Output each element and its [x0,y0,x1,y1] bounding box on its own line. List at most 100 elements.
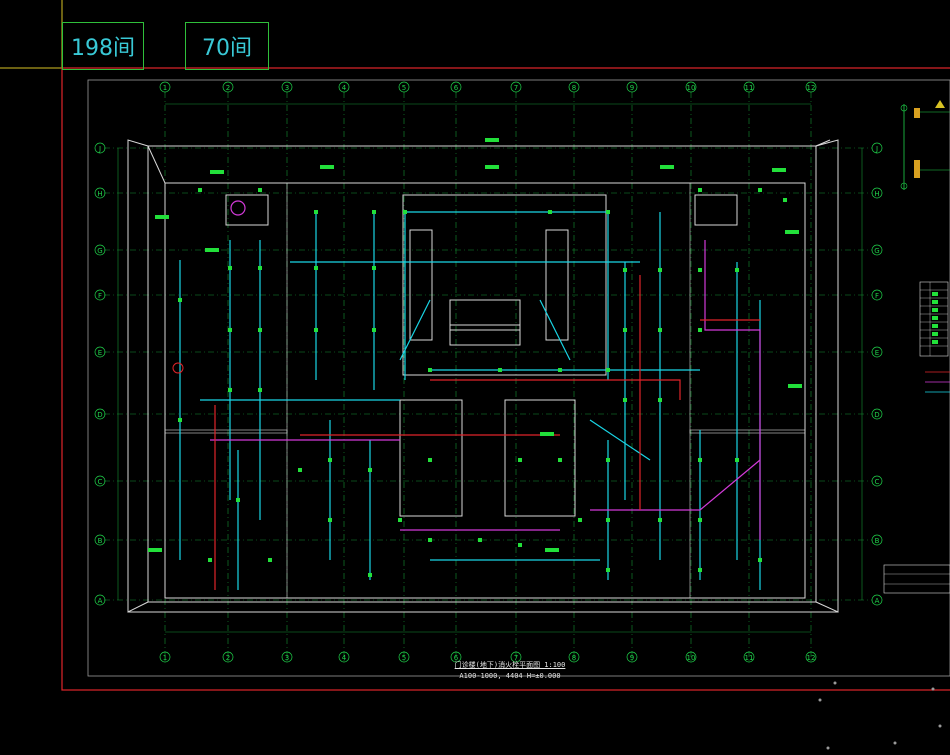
row-axis-bubble [94,594,106,606]
hydrant-marker [258,188,262,192]
noise-dots [818,681,942,750]
hydrant-marker [698,568,702,572]
fire-pump-symbol [230,200,246,216]
hydrant-marker [368,468,372,472]
column-axis-bubble [626,81,638,93]
row-axis-bubble [94,534,106,546]
hydrant-marker [606,568,610,572]
row-axis-label: C [98,478,103,486]
row-axis-bubble [94,346,106,358]
column-axis-bubble [338,81,350,93]
column-axis-label: 6 [454,654,459,662]
column-axis-bubble [743,81,755,93]
row-axis-bubble [871,142,883,154]
row-axis-bubble [871,408,883,420]
hydrant-marker [658,268,662,272]
column-axis-bubble [685,651,697,663]
column-axis-bubble [568,81,580,93]
drawing-subtitle: A100-1000, 4404 H=±0.000 [459,672,561,680]
column-axis-bubble [568,651,580,663]
row-axis-label: F [875,292,879,300]
hydrant-marker [478,538,482,542]
column-axis-bubble [159,651,171,663]
hydrant-marker [558,368,562,372]
row-axis-bubble [94,187,106,199]
drawing-title-block: 门诊楼(地下)消火栓平面图 1:100 A100-1000, 4404 H=±0… [440,660,580,684]
row-axis-label: B [875,537,880,545]
hydrant-marker [606,368,610,372]
column-axis-bubble [685,81,697,93]
label-tag [320,165,334,169]
room-count-label-2: 70间 [202,36,252,61]
column-axis-bubble [805,81,817,93]
column-axis-label: 4 [342,654,347,662]
hydrant-marker [623,268,627,272]
column-axis-label: 8 [572,84,576,92]
hydrant-marker [578,518,582,522]
column-axis-bubble [338,651,350,663]
row-axis-bubble [871,187,883,199]
column-axis-label: 12 [807,654,816,662]
row-axis-label: E [875,349,879,357]
column-axis-bubble [450,651,462,663]
row-axis-label: G [97,247,102,255]
column-axis-bubble [398,651,410,663]
hydrant-marker [658,328,662,332]
room-count-label-1: 198间 [71,36,135,61]
row-axis-label: H [874,190,879,198]
hydrant-marker [268,558,272,562]
column-axis-bubble [222,81,234,93]
label-tag [660,165,674,169]
row-axis-label: A [98,597,103,605]
label-tag [155,215,169,219]
drawing-border [87,79,950,677]
row-axis-label: C [875,478,880,486]
pipe-network [179,211,761,590]
hydrant-marker [758,558,762,562]
hydrant-marker [198,188,202,192]
hydrant-marker [403,210,407,214]
fire-hydrant-symbol [172,362,184,374]
column-axis-bubble [743,651,755,663]
hydrant-marker [178,418,182,422]
hydrant-marker [698,518,702,522]
equipment-markers [148,138,802,577]
column-axis-label: 9 [630,84,634,92]
row-axis-bubble [871,475,883,487]
column-axis-label: 4 [342,84,347,92]
column-axis-label: 2 [226,84,230,92]
column-axis-bubble [450,81,462,93]
hydrant-marker [236,498,240,502]
column-axis-bubble [510,81,522,93]
hydrant-marker [518,543,522,547]
column-axis-label: 11 [745,84,754,92]
label-tag [210,170,224,174]
column-axis-bubble [805,651,817,663]
hydrant-marker [228,266,232,270]
column-axis-bubble [159,81,171,93]
row-axis-label: B [98,537,103,545]
label-tag [540,432,554,436]
hydrant-marker [498,368,502,372]
hydrant-marker [558,458,562,462]
hydrant-marker [258,266,262,270]
row-axis-bubble [871,534,883,546]
label-tag [205,248,219,252]
row-axis-label: F [98,292,102,300]
hydrant-marker [698,458,702,462]
hydrant-marker [758,188,762,192]
building-walls [127,139,839,613]
row-axis-label: E [98,349,102,357]
hydrant-marker [314,328,318,332]
column-axis-label: 11 [745,654,754,662]
hydrant-marker [783,198,787,202]
hydrant-marker [518,458,522,462]
column-axis-bubble [626,651,638,663]
row-axis-label: D [874,411,879,419]
hydrant-marker [735,458,739,462]
column-axis-label: 3 [285,654,289,662]
column-axis-bubble [281,651,293,663]
hydrant-marker [258,388,262,392]
